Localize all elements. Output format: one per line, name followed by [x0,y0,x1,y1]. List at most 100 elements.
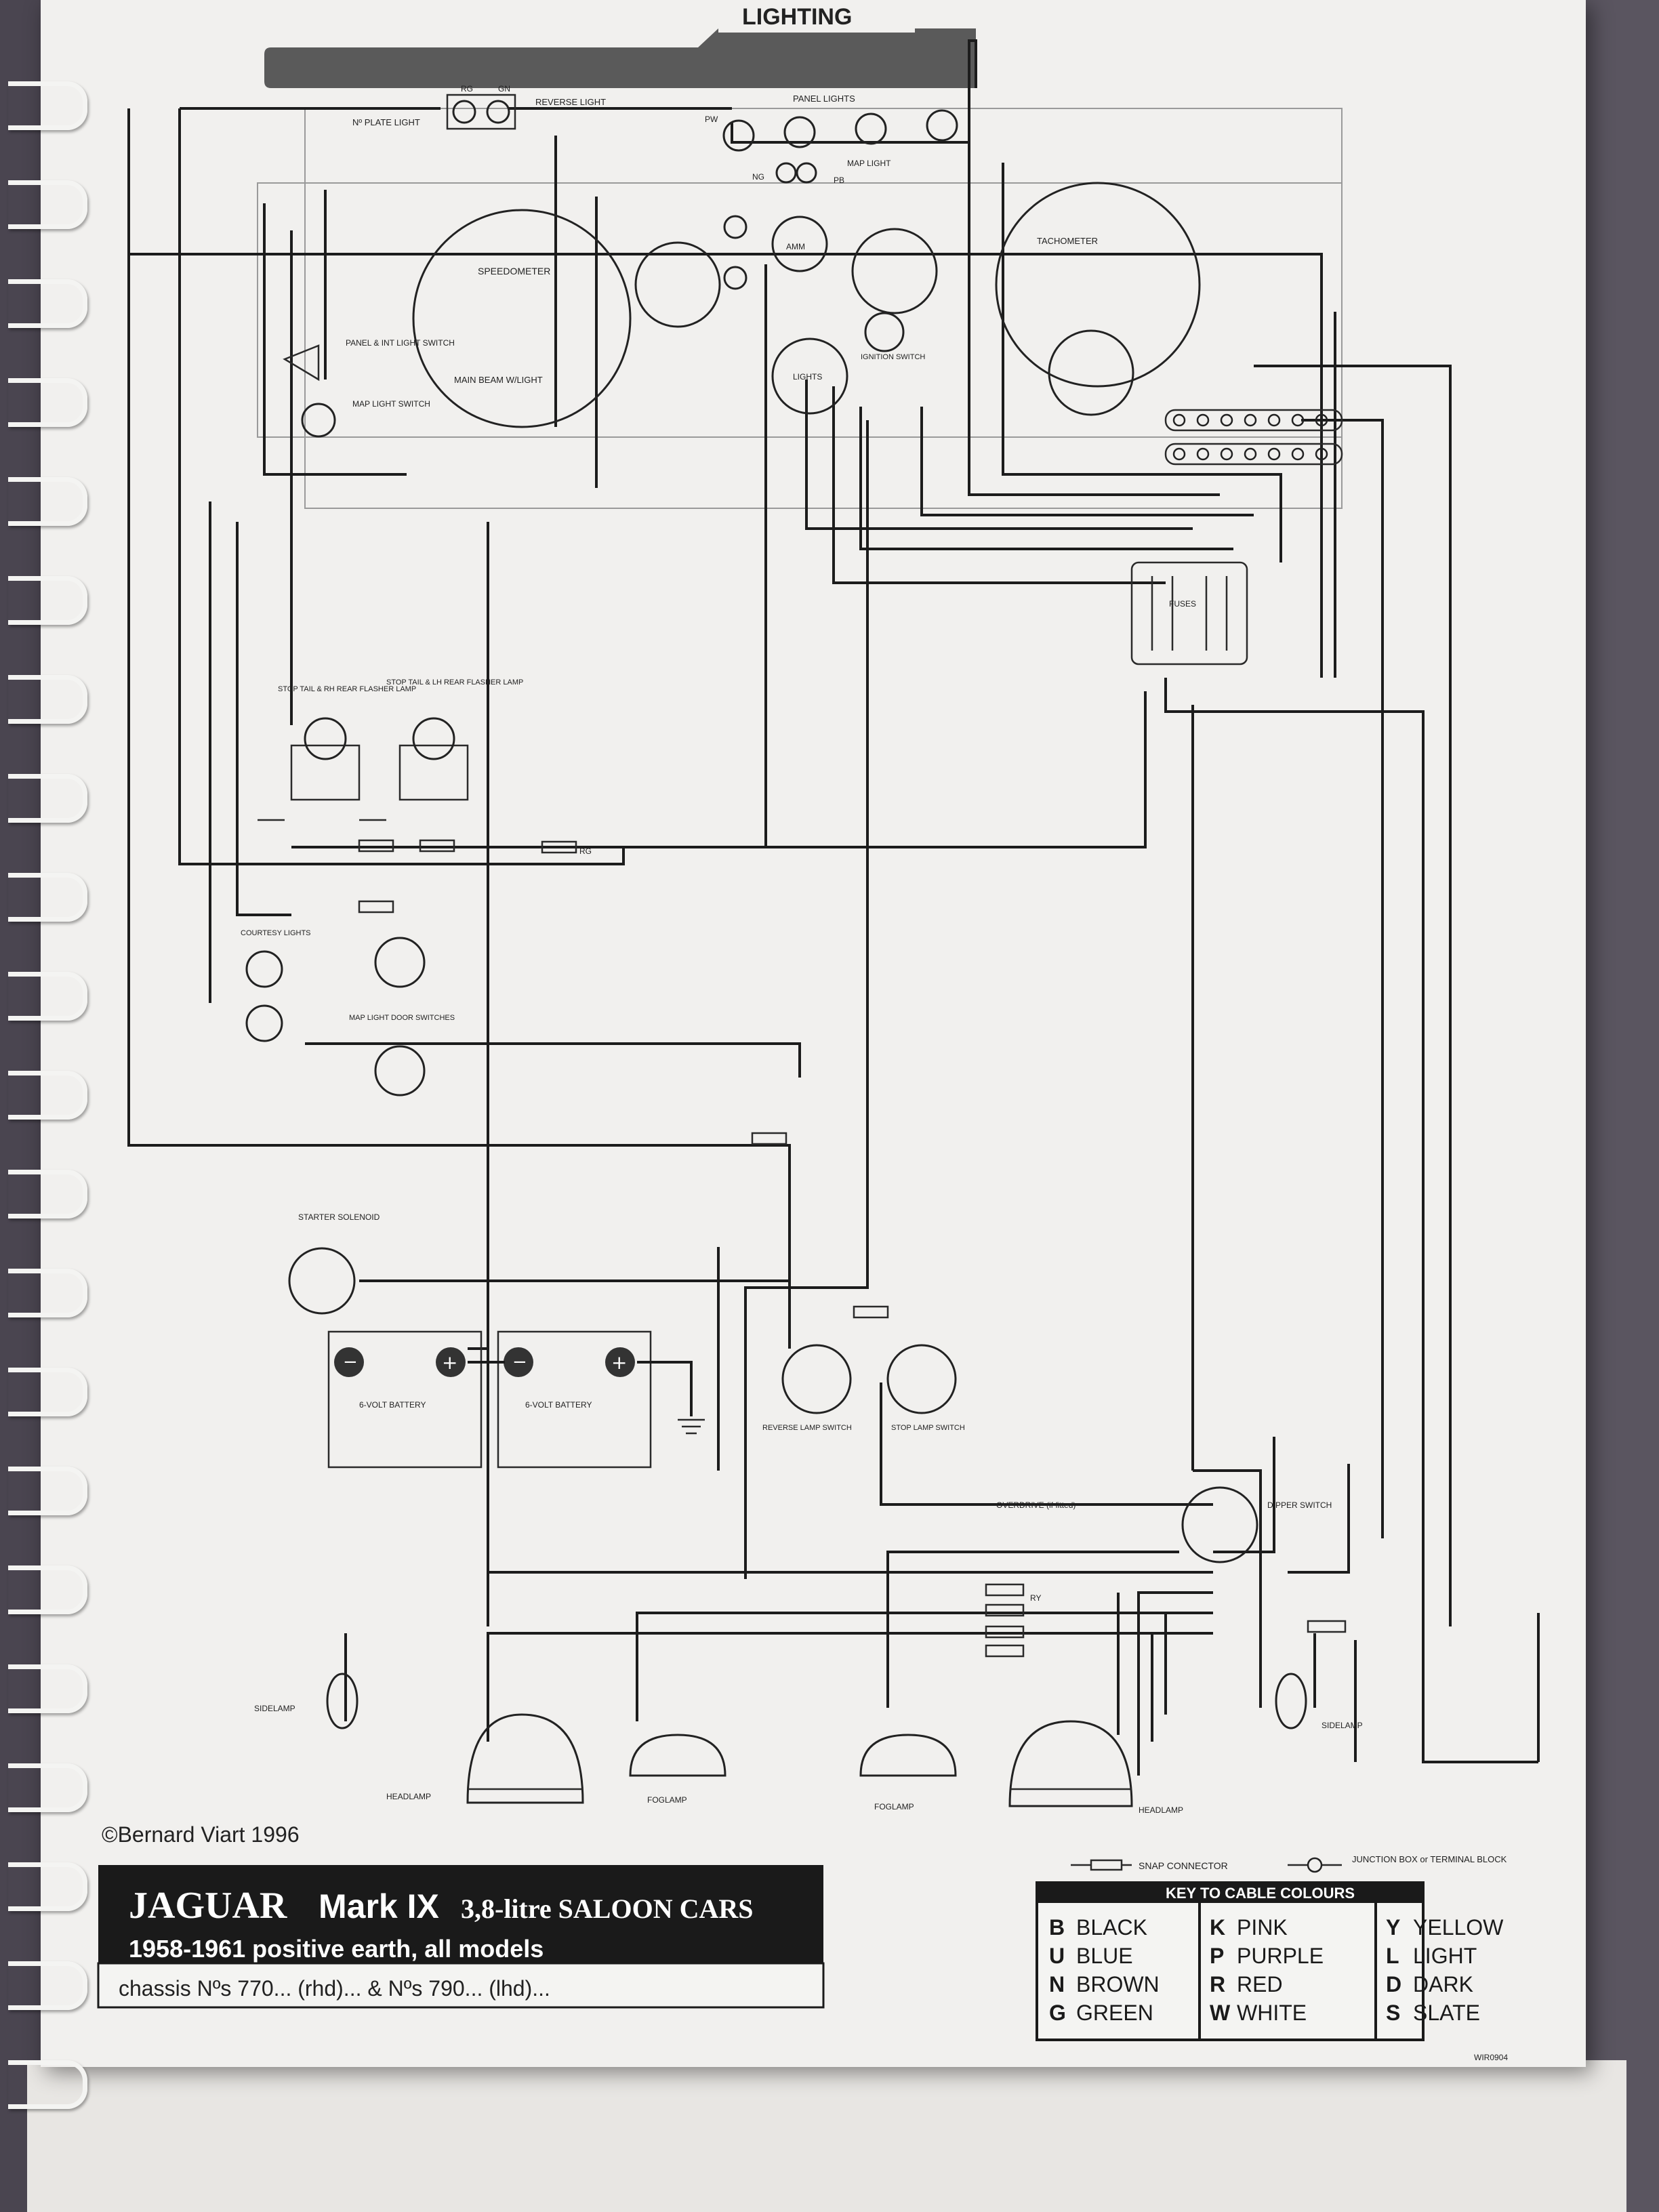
wire-rg-top: RG [461,84,473,94]
binder-ring [8,675,87,724]
binder-ring [8,1368,87,1416]
binder-ring [8,1467,87,1515]
sidelamp-left-label: SIDELAMP [254,1704,295,1713]
cable-key-code: U [1049,1944,1065,1968]
cable-key-code: P [1210,1944,1224,1968]
cable-key-colour: DARK [1413,1972,1473,1996]
binder-ring [8,2060,87,2109]
panel-lights-label: PANEL LIGHTS [793,94,855,104]
cable-key-colour: BLACK [1076,1915,1147,1940]
cable-key-colour: BLUE [1076,1944,1133,1968]
foglamp-left-label: FOGLAMP [647,1795,687,1805]
wire-gn-top: GN [498,84,510,94]
rear-lamps: STOP TAIL & RH REAR FLASHER LAMP STOP TA… [258,678,592,856]
lamp-switches: REVERSE LAMP SWITCH STOP LAMP SWITCH OVE… [762,1305,1076,1510]
wire-pw-label: PW [705,115,718,124]
cable-key-colour: WHITE [1237,2001,1307,2025]
starter-solenoid-label: STARTER SOLENOID [298,1212,380,1222]
under-sheet [27,2060,1626,2212]
overdrive-label: OVERDRIVE (if fitted) [996,1500,1076,1510]
copyright: ©Bernard Viart 1996 [102,1822,300,1847]
binder-ring [8,1961,87,2010]
panel-int-switch: PANEL & INT LIGHT SWITCH MAP LIGHT SWITC… [283,338,543,438]
reverse-lamp-switch-label: REVERSE LAMP SWITCH [762,1424,852,1432]
fuse-box: FUSES [1130,561,1248,665]
binder-ring [8,972,87,1021]
svg-text:−: − [343,1352,358,1372]
courtesy-lights: COURTESY LIGHTS MAP LIGHT DOOR SWITCHES [241,900,787,1145]
cable-key-colour: YELLOW [1413,1915,1504,1940]
binder-ring [8,1170,87,1218]
map-light-door-label: MAP LIGHT DOOR SWITCHES [349,1014,455,1022]
tachometer-label: TACHOMETER [1037,236,1098,246]
tachometer: TACHOMETER [995,182,1201,416]
ignition-switch-label: IGNITION SWITCH [861,353,925,361]
header-bar: LIGHTING [264,4,976,88]
binder-ring [8,1565,87,1614]
cable-key-colour: PINK [1237,1915,1288,1940]
dash-panel-outer [304,108,1343,509]
foglamp-right-label: FOGLAMP [874,1802,914,1811]
cable-key-colour: LIGHT [1413,1944,1477,1968]
cable-key-colour: PURPLE [1237,1944,1324,1968]
binder-ring [8,1269,87,1317]
stop-lamp-switch-label: STOP LAMP SWITCH [891,1424,965,1432]
title-chassis: chassis Nºs 770... (rhd)... & Nºs 790...… [119,1976,550,2001]
ammeter-label: AMM [786,242,805,251]
wire-pb-top: PB [834,176,844,185]
ammeter-gauges: AMM [634,215,938,328]
cable-key-code: G [1049,2001,1066,2025]
wiring-lines [127,39,1540,1776]
binder-ring [8,576,87,625]
cable-key-code: K [1210,1915,1225,1940]
wire-rg-rear: RG [579,846,592,856]
speedometer: SPEEDOMETER [412,209,632,428]
cable-key-colour: SLATE [1413,2001,1480,2025]
cable-key-code: B [1049,1915,1065,1940]
binder-ring [8,1763,87,1812]
symbol-legend: SNAP CONNECTOR JUNCTION BOX or TERMINAL … [1071,1854,1507,1873]
snap-connector-label: SNAP CONNECTOR [1139,1860,1228,1871]
binder-ring [8,180,87,229]
cable-key-colour: BROWN [1076,1972,1160,1996]
dipper-switch: DIPPER SWITCH RY [985,1486,1347,1658]
binder-ring [8,378,87,427]
map-light-switch-label: MAP LIGHT SWITCH [352,399,430,409]
panel-int-switch-label: PANEL & INT LIGHT SWITCH [346,338,455,348]
headlamp-right-label: HEADLAMP [1139,1805,1183,1815]
cable-key-code: R [1210,1972,1225,1996]
wire-ry-label: RY [1030,1593,1041,1603]
starter-batteries: STARTER SOLENOID − + − + 6-VOLT BATTERY … [288,1212,705,1469]
fuses-label: FUSES [1169,599,1196,609]
svg-text:−: − [512,1352,527,1372]
svg-text:+: + [611,1351,627,1374]
dipper-switch-label: DIPPER SWITCH [1267,1500,1332,1510]
lights-switch-label: LIGHTS [793,372,822,382]
front-lamps: SIDELAMP SIDELAMP HEADLAMP HEADLAMP FOGL… [254,1673,1363,1815]
cable-key-colour: GREEN [1076,2001,1153,2025]
title-variant: 3,8-litre SALOON CARS [461,1893,753,1924]
binder-ring [8,1071,87,1120]
battery2-label: 6-VOLT BATTERY [525,1400,592,1410]
sidelamp-right-label: SIDELAMP [1322,1721,1363,1730]
stop-tail-rh-label: STOP TAIL & RH REAR FLASHER LAMP [278,685,416,693]
cable-key-code: L [1386,1944,1399,1968]
no-plate-light-label: Nº PLATE LIGHT [352,117,420,127]
cable-key-title: KEY TO CABLE COLOURS [1166,1885,1355,1902]
speedometer-label: SPEEDOMETER [478,266,550,276]
panel-lights: PANEL LIGHTS PW MAP LIGHT NG PB [705,94,958,185]
binder-ring [8,279,87,328]
cable-key-code: S [1386,2001,1400,2025]
binder-ring [8,81,87,130]
cable-key-colour: RED [1237,1972,1283,1996]
header-title: LIGHTING [742,4,852,30]
lights-switch: LIGHTS IGNITION SWITCH [771,312,925,415]
binder-ring [8,477,87,526]
main-beam-label: MAIN BEAM W/LIGHT [454,375,543,385]
binder-ring [8,1862,87,1911]
cable-key-code: W [1210,2001,1231,2025]
courtesy-lights-label: COURTESY LIGHTS [241,929,311,937]
battery1-label: 6-VOLT BATTERY [359,1400,426,1410]
